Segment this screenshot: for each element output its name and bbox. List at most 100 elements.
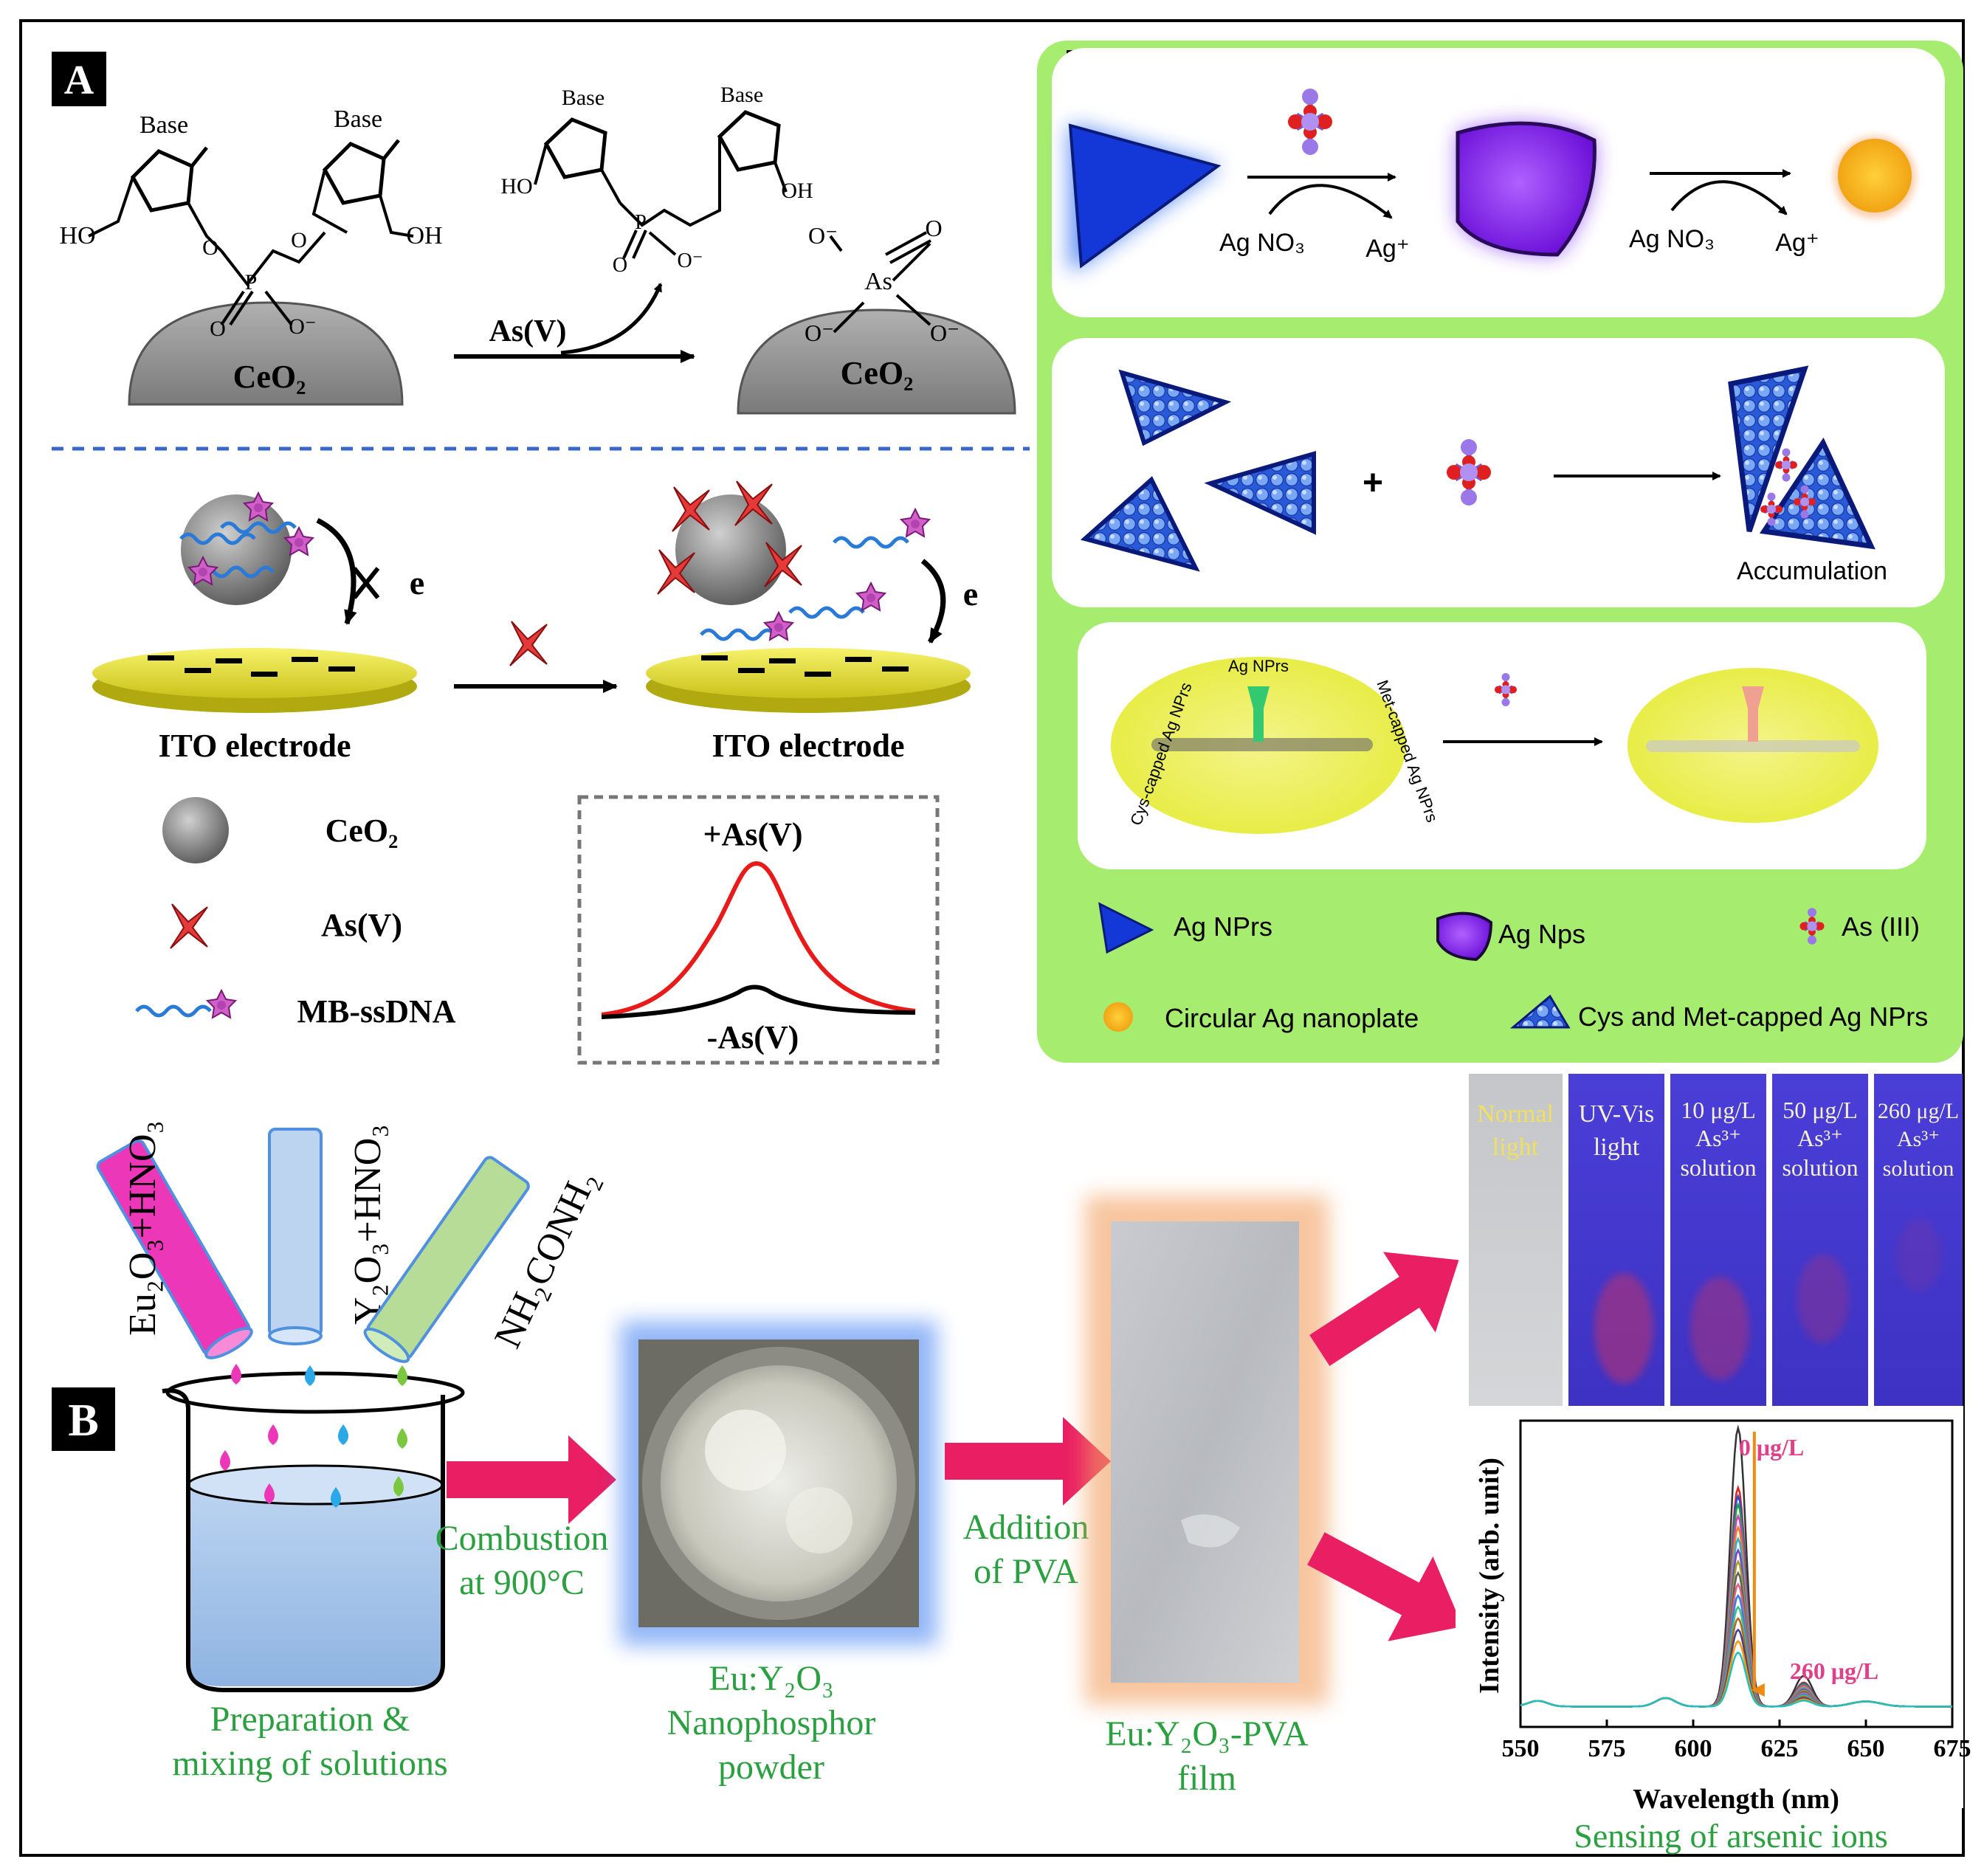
ag-ion-label: Ag⁺ xyxy=(1365,235,1410,263)
p-label: P xyxy=(245,270,258,294)
paper-device-scheme: Ag NPrs Cys-capped Ag NPrs Met-capped Ag… xyxy=(1078,622,1926,869)
blue-triangle-icon xyxy=(1098,902,1154,954)
arrow-to-spectrum xyxy=(1307,1532,1463,1641)
o-minus-label: O⁻ xyxy=(289,314,317,339)
o-label: O xyxy=(202,235,218,260)
strip-label-normal-2: light xyxy=(1492,1134,1539,1161)
tube-urea xyxy=(363,1156,530,1363)
as-v-reagent: As(V) xyxy=(489,314,567,348)
dna-on-ceo2: CeO₂ Base Base HO OH O O P O O⁻ xyxy=(59,106,443,406)
minus-as-label: -As(V) xyxy=(707,1019,799,1055)
strip-label-10-1: 10 μg/L xyxy=(1681,1097,1756,1123)
ceo2-surface-left xyxy=(128,301,404,406)
x-tick-label: 650 xyxy=(1847,1735,1885,1762)
purple-blob-icon xyxy=(1436,911,1493,962)
etching-scheme: Ag NO₃ Ag⁺ Ag NO₃ Ag⁺ xyxy=(1052,48,1945,317)
legend-ag-nprs: Ag NPrs xyxy=(1174,911,1272,942)
film-caption-line2: film xyxy=(1177,1759,1236,1798)
aggregation-scheme: + Accumulation xyxy=(1052,338,1945,607)
panel-a-badge xyxy=(52,52,106,106)
combustion-label-line2: at 900°C xyxy=(459,1563,585,1602)
powder-photo xyxy=(620,1321,937,1646)
pva-label-line1: Addition xyxy=(963,1508,1089,1547)
plus-sign: + xyxy=(1363,463,1383,503)
powder-caption-line3: powder xyxy=(718,1748,824,1787)
tube-eu2o3-label: Eu₂O₃+HNO₃ xyxy=(122,1120,164,1336)
dpv-inset: +As(V) -As(V) xyxy=(577,795,940,1065)
panel-b-label: B xyxy=(68,1396,98,1446)
electron-transfer-arrow xyxy=(316,517,357,625)
electrode-scheme-right: e ITO electrode xyxy=(646,480,978,764)
ceo2-label-right: CeO₂ xyxy=(841,355,914,391)
panel-a-legend: CeO₂ As(V) MB-ssDNA xyxy=(137,797,456,1030)
ho-label: HO xyxy=(59,222,95,249)
x-tick-label: 675 xyxy=(1934,1735,1971,1762)
ho-label: HO xyxy=(500,174,532,199)
base-label: Base xyxy=(140,111,188,139)
panel-b-badge xyxy=(52,1387,115,1451)
as-label: As xyxy=(864,268,892,295)
tube-y2o3-label: Y₂O₃+HNO₃ xyxy=(347,1125,389,1325)
ag-ion-label: Ag⁺ xyxy=(1775,229,1819,257)
red-cross-icon xyxy=(170,903,208,949)
o-label: O xyxy=(210,317,226,341)
pink-channel xyxy=(1742,686,1764,742)
ceo2-sphere-icon xyxy=(162,797,229,863)
o-minus-label: O⁻ xyxy=(930,320,960,346)
powder-caption-line2: Nanophosphor xyxy=(667,1703,876,1742)
legend-ceo2-label: CeO₂ xyxy=(326,813,399,849)
base-label: Base xyxy=(562,86,604,110)
legend-mb-ssdna-label: MB-ssDNA xyxy=(297,993,455,1030)
legend-cys-met: Cys and Met-capped Ag NPrs xyxy=(1578,1001,1928,1032)
o-minus-label: O⁻ xyxy=(678,249,703,272)
base-label: Base xyxy=(334,106,382,133)
strip-label-260-3: solution xyxy=(1883,1156,1954,1181)
x-axis-label: Wavelength (nm) xyxy=(1633,1784,1839,1815)
o-label: O xyxy=(291,228,307,252)
panel-a-label: A xyxy=(64,58,94,103)
yellow-circle-icon xyxy=(1103,1002,1133,1032)
ito-electrode-label: ITO electrode xyxy=(158,728,351,764)
sugar-ring xyxy=(130,149,194,213)
ceo2-label-left: CeO₂ xyxy=(233,359,306,395)
as-v-icon xyxy=(509,621,548,666)
oh-label: OH xyxy=(406,222,442,249)
strip-label-50-1: 50 μg/L xyxy=(1782,1097,1858,1123)
ag-nanoprism xyxy=(1068,123,1222,269)
arsenate-on-ceo2: CeO₂ O⁻ O As O⁻ O⁻ xyxy=(737,215,1016,415)
sensing-caption: Sensing of arsenic ions xyxy=(1574,1817,1887,1855)
oh-label: OH xyxy=(781,179,813,203)
panel-c-legend: Ag NPrs Ag Nps As (III) Circular Ag nano… xyxy=(1098,902,1928,1033)
chart-background xyxy=(1456,1406,1963,1808)
plus-as-label: +As(V) xyxy=(703,816,802,852)
x-tick-label: 575 xyxy=(1588,1735,1626,1762)
pva-film-photo xyxy=(1085,1196,1329,1705)
capped-ag-nanoprism xyxy=(1118,369,1232,446)
electron-label: e xyxy=(963,575,978,613)
base-label: Base xyxy=(720,83,763,107)
blocked-mark xyxy=(352,567,380,599)
electrode-scheme-left: e ITO electrode xyxy=(92,492,424,764)
spectrum-series xyxy=(1520,1424,1952,1708)
combustion-label-line1: Combustion xyxy=(435,1519,609,1558)
strip-50ugl xyxy=(1772,1074,1868,1406)
strip-label-50-2: As³⁺ xyxy=(1797,1125,1843,1151)
x-tick-label: 550 xyxy=(1502,1735,1540,1762)
aggregation-box xyxy=(1052,338,1945,607)
device-top-label: Ag NPrs xyxy=(1228,657,1289,675)
combustion-arrow xyxy=(447,1435,616,1524)
strip-label-50-3: solution xyxy=(1782,1154,1858,1181)
ceo2-surface-right xyxy=(737,308,1016,415)
plot-area xyxy=(1519,1419,1954,1728)
agno3-label: Ag NO₃ xyxy=(1219,229,1305,257)
o-label: O xyxy=(613,254,627,277)
dpv-inset-frame xyxy=(577,795,940,1065)
sugar-ring xyxy=(322,142,386,205)
legend-as-iii: As (III) xyxy=(1842,911,1920,942)
mb-ssdna-icon xyxy=(137,990,236,1018)
beaker xyxy=(162,1371,465,1692)
x-tick-label: 625 xyxy=(1761,1735,1799,1762)
